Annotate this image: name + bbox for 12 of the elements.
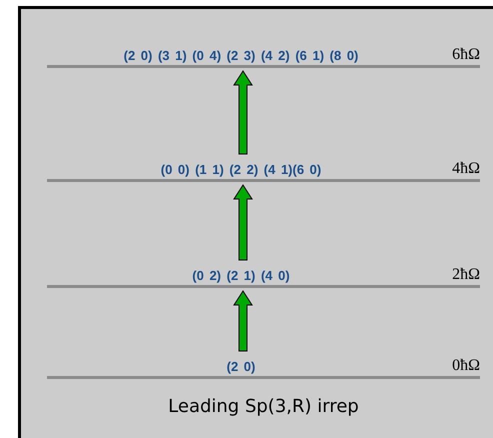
- energy-label: 4ħΩ: [452, 160, 480, 178]
- energy-label: 0ħΩ: [452, 357, 480, 375]
- irrep-labels: (2 0): [226, 358, 256, 376]
- up-arrow: [233, 70, 253, 154]
- up-arrow: [233, 290, 253, 352]
- energy-label: 2ħΩ: [452, 266, 480, 284]
- caption: Leading Sp(3,R) irrep: [167, 395, 360, 419]
- irrep-labels: (2 0) (3 1) (0 4) (2 3) (4 2) (6 1) (8 0): [124, 47, 358, 65]
- up-arrow: [233, 184, 253, 260]
- irrep-labels: (0 2) (2 1) (4 0): [192, 267, 290, 285]
- energy-label: 6ħΩ: [452, 46, 480, 64]
- irrep-labels: (0 0) (1 1) (2 2) (4 1)(6 0): [160, 161, 322, 179]
